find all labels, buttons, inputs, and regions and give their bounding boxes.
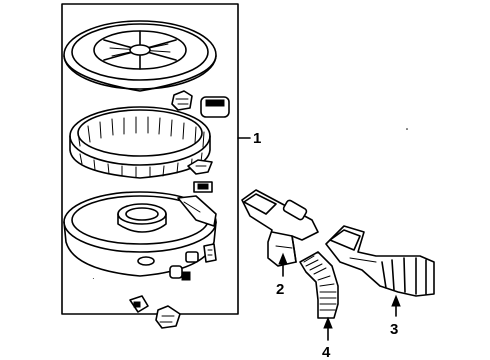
air-cleaner-cover <box>63 20 217 92</box>
callout-1: 1 <box>253 130 261 147</box>
sensor-valve <box>155 305 181 329</box>
callout-3: 3 <box>390 321 398 338</box>
air-filter-element <box>69 106 211 179</box>
housing-clip <box>203 243 217 263</box>
intake-hose <box>325 225 435 297</box>
small-bracket <box>193 181 213 193</box>
arrow-4 <box>323 316 333 329</box>
assembly-bracket <box>61 3 239 315</box>
sensor-bracket <box>129 295 149 313</box>
callout-2: 2 <box>276 281 284 298</box>
svg-text:·: · <box>92 274 95 283</box>
cover-clip <box>171 90 193 111</box>
air-cleaner-housing <box>63 191 217 277</box>
intake-duct <box>241 189 319 267</box>
flex-hose <box>299 251 339 319</box>
callout-4: 4 <box>322 344 331 360</box>
arrow-3 <box>391 294 401 307</box>
wing-nut <box>187 159 213 175</box>
arrow-2 <box>278 252 288 265</box>
reference-dot <box>406 128 408 130</box>
nut-fitting <box>169 251 199 281</box>
gasket-pad <box>200 96 230 118</box>
